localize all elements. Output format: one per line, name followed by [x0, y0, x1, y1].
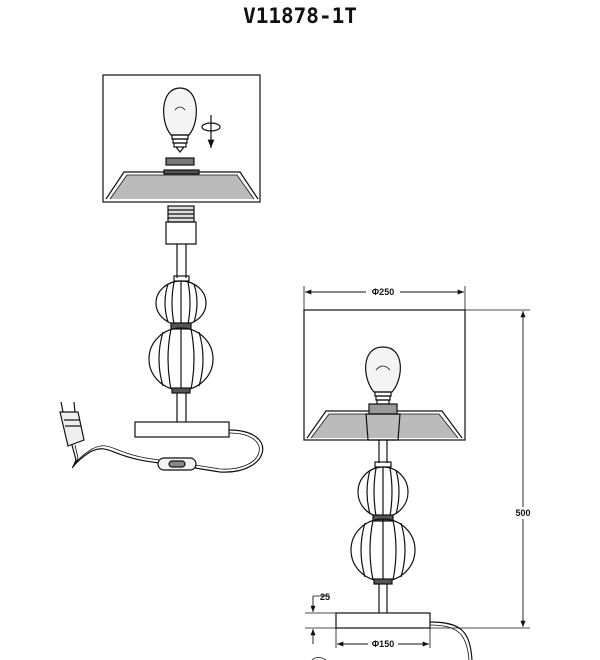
- upper-ball-right: [357, 466, 409, 518]
- bulb-icon: [163, 87, 197, 153]
- dim-label-base: Φ150: [372, 639, 394, 649]
- upper-ball: [155, 280, 207, 326]
- lower-ball: [148, 327, 214, 391]
- model-title: V11878-1T: [243, 4, 357, 28]
- plug-icon: [59, 401, 85, 447]
- dim-label-height: 500: [515, 508, 530, 518]
- socket-ring: [165, 157, 195, 166]
- base-plate-right: [335, 612, 431, 629]
- bulb-icon-right: [365, 346, 401, 405]
- base-plate-left: [134, 421, 230, 438]
- threaded-socket: [165, 205, 197, 245]
- shade-box-left: [102, 74, 261, 203]
- dim-label-base-height: 25: [320, 592, 330, 602]
- assembly-view: [59, 74, 264, 473]
- power-cord: [71, 429, 264, 473]
- rotate-arrow-icon: [201, 115, 221, 148]
- lower-ball-right: [350, 518, 416, 582]
- dim-label-shade: Φ250: [372, 287, 394, 297]
- dimension-view: [303, 286, 530, 660]
